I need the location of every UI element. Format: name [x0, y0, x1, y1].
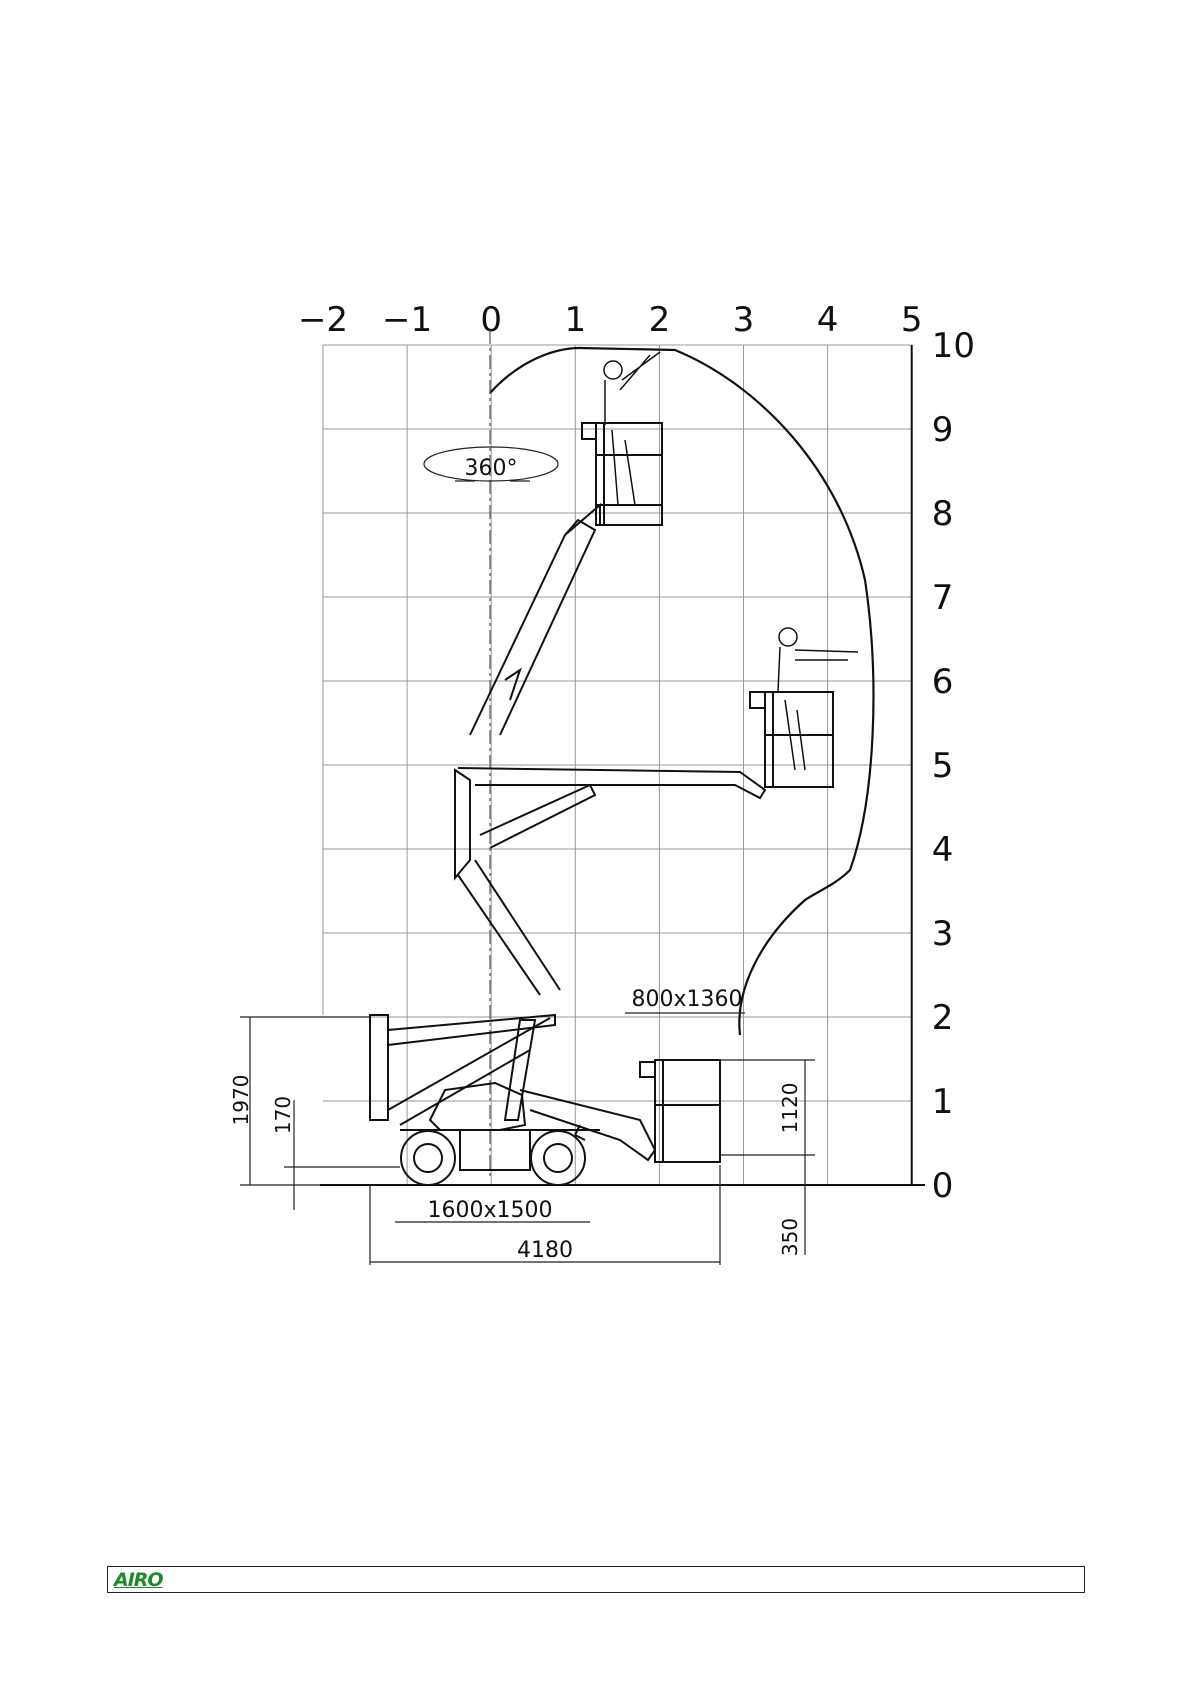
- y-axis-label: 6: [932, 662, 954, 702]
- range-grid: [323, 345, 912, 1185]
- rotation-label: 360°: [465, 456, 518, 481]
- ground-clearance-dimension: 170: [271, 1096, 295, 1134]
- y-axis-label: 8: [932, 494, 954, 534]
- y-axis-label: 0: [932, 1166, 954, 1206]
- y-axis-label: 5: [932, 746, 954, 786]
- y-axis-label: 2: [932, 998, 954, 1038]
- x-axis-label: 3: [733, 300, 755, 340]
- machine-stowed: [370, 1015, 655, 1185]
- x-axis-label: 2: [649, 300, 671, 340]
- x-axis-label: −2: [298, 300, 348, 340]
- y-axis-label: 7: [932, 578, 954, 618]
- x-axis-label: 4: [817, 300, 839, 340]
- platform-floor-dimension: 350: [778, 1218, 802, 1256]
- brand-logo: AIRO: [114, 1569, 163, 1591]
- x-axis-label: 0: [480, 300, 502, 340]
- platform-stowed: [640, 1060, 720, 1162]
- overall-length-dimension: 4180: [517, 1238, 573, 1263]
- y-axis-label: 3: [932, 914, 954, 954]
- platform-size-dimension: 800x1360: [632, 987, 743, 1012]
- platform-outreach: [750, 692, 833, 787]
- boom-outreach: [455, 768, 765, 995]
- platform-height-dimension: 1120: [778, 1083, 802, 1134]
- y-axis-label: 1: [932, 1082, 954, 1122]
- x-axis-label: −1: [382, 300, 432, 340]
- y-axis-label: 4: [932, 830, 954, 870]
- operator-outreach-figure: [778, 628, 858, 770]
- x-axis-labels: −2 −1 0 1 2 3 4 5: [298, 300, 923, 340]
- footer-bar: AIRO: [107, 1566, 1085, 1593]
- x-axis-label: 5: [901, 300, 923, 340]
- wheelbase-track-dimension: 1600x1500: [428, 1198, 553, 1223]
- y-axis-labels: 0 1 2 3 4 5 6 7 8 9 10: [932, 326, 975, 1206]
- y-axis-label: 10: [932, 326, 975, 366]
- y-axis-label: 9: [932, 410, 954, 450]
- overall-height-dimension: 1970: [229, 1075, 253, 1126]
- x-axis-label: 1: [564, 300, 586, 340]
